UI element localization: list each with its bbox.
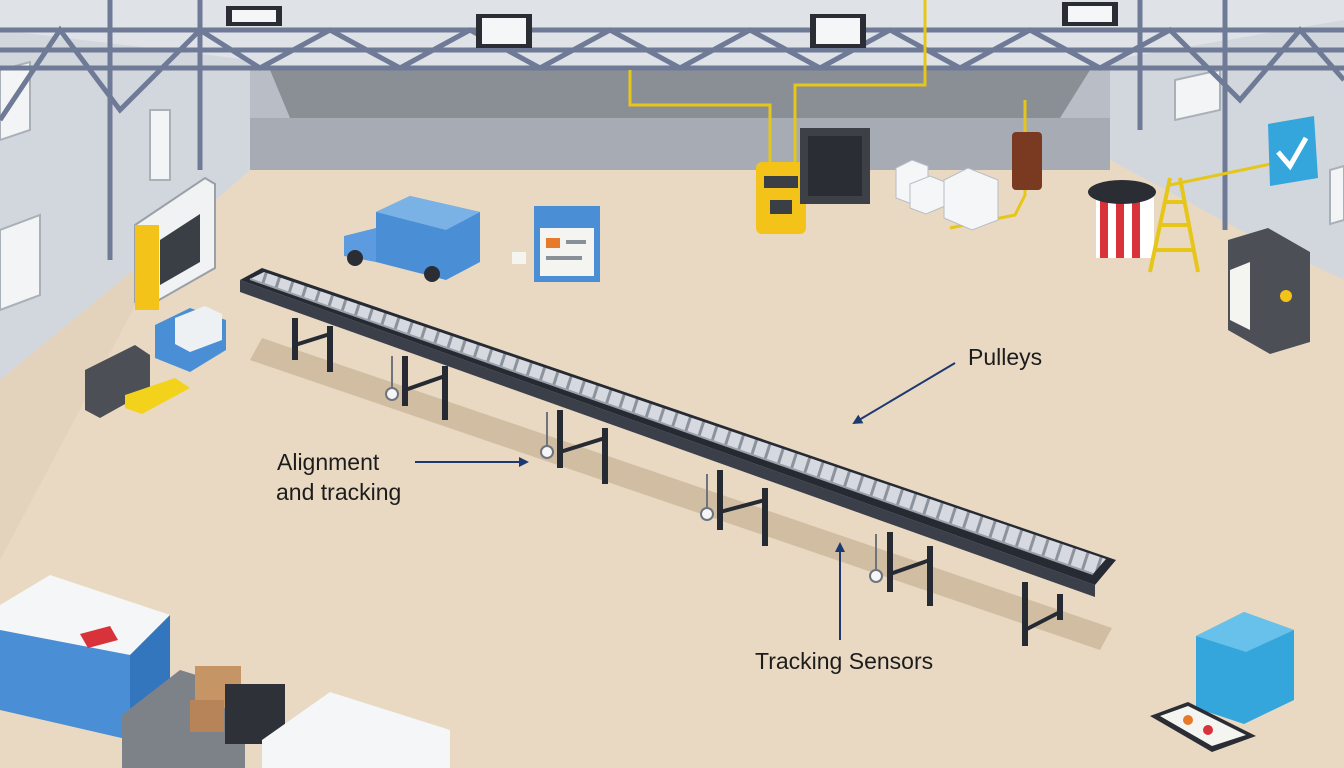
- generator-icon: [756, 162, 806, 234]
- blue-bin: [1196, 612, 1294, 724]
- white-boxes: [895, 159, 999, 231]
- pulleys-arrow: [852, 362, 956, 425]
- bottom-cabinets: [122, 666, 450, 768]
- control-panel-icon: [512, 206, 600, 282]
- dark-cabinet: [800, 128, 870, 204]
- step-ladder-icon: [1148, 177, 1200, 273]
- brown-tank: [1012, 132, 1042, 190]
- ceiling-lights: [226, 2, 1118, 48]
- annotation-arrows: [415, 362, 956, 640]
- tracking-sensors: [385, 356, 883, 583]
- conveyor-cross-braces: [294, 332, 1061, 632]
- striped-barrel: [1088, 180, 1156, 258]
- truck-icon: [344, 196, 480, 282]
- callout-alignment-line1: Alignment: [277, 449, 380, 475]
- roof-truss: [0, 0, 1344, 260]
- conveyor-legs: [292, 318, 1063, 646]
- blue-crate: [155, 306, 226, 372]
- vending-machine: [1228, 228, 1310, 354]
- small-machine: [85, 345, 190, 418]
- belt-conveyor: [240, 268, 1116, 597]
- wall-cabinet: [134, 176, 216, 310]
- callout-alignment-line2: and tracking: [276, 479, 402, 505]
- floor-mat: [1150, 702, 1256, 752]
- checkmark-sign-icon: [1268, 116, 1318, 186]
- callout-tracking-sensors: Tracking Sensors: [755, 648, 934, 674]
- callout-pulleys: Pulleys: [968, 344, 1043, 370]
